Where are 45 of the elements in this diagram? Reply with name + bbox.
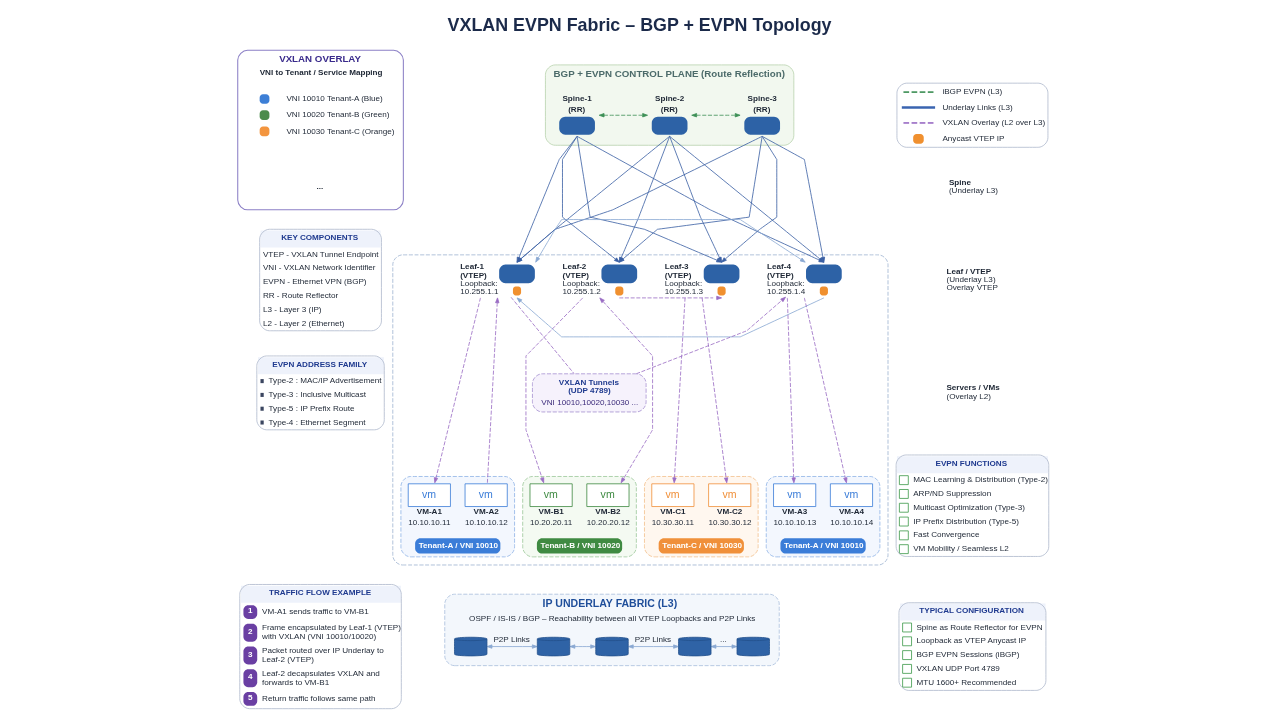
legend-label: VNI 10020 Tenant-B (Green) xyxy=(286,110,390,120)
legend-label: Underlay Links (L3) xyxy=(942,102,1013,112)
label: ... xyxy=(316,181,324,191)
node-label: Leaf-2 xyxy=(562,262,587,272)
legend-label: Anycast VTEP IP xyxy=(942,133,1005,143)
node-label: Leaf-3 xyxy=(664,262,689,272)
node-label: VM-B1 xyxy=(538,506,564,516)
node-label: 10.10.10.11 xyxy=(408,518,451,528)
node-label: Spine-2 xyxy=(655,94,685,104)
node-label: (RR) xyxy=(660,104,678,114)
label: Spine (Underlay L3) xyxy=(948,177,999,195)
node-label: VM-C1 xyxy=(660,506,686,516)
edge-label: ... xyxy=(719,634,727,644)
node-label: (VTEP) xyxy=(460,270,487,280)
node-label: (RR) xyxy=(568,104,586,114)
node-label: VM-A1 xyxy=(416,506,442,516)
edge-label: P2P Links xyxy=(493,634,530,644)
node-label: VM-A4 xyxy=(838,506,865,516)
label: Servers / VMs (Overlay L2) xyxy=(946,383,1000,401)
edge-label: P2P Links xyxy=(634,634,672,644)
node-label: 10.30.30.12 xyxy=(708,518,752,528)
node-label: (VTEP) xyxy=(562,270,590,280)
legend-label: iBGP EVPN (L3) xyxy=(942,87,1003,97)
node-label: VM-A3 xyxy=(782,506,808,516)
node-label: Spine-1 xyxy=(562,94,592,104)
node-label: VM-B2 xyxy=(595,506,621,516)
node-label: Leaf-1 xyxy=(460,262,485,272)
node-label: (VTEP) xyxy=(664,270,692,280)
node-label: (VTEP) xyxy=(767,270,794,280)
node-label: VM-A2 xyxy=(473,506,499,516)
legend-label: VXLAN Overlay (L2 over L3) xyxy=(942,117,1046,127)
node-label: 10.20.20.12 xyxy=(586,518,630,528)
node-label: (RR) xyxy=(753,104,771,114)
node-label: 10.10.10.14 xyxy=(830,518,874,528)
diagram-title: VXLAN EVPN Fabric – BGP + EVPN Topology xyxy=(447,15,832,36)
node-label: 10.10.10.13 xyxy=(773,518,817,528)
node-label: Leaf-4 xyxy=(767,262,791,272)
node-label: 10.30.30.11 xyxy=(651,518,695,528)
node-label: 10.10.10.12 xyxy=(465,518,508,528)
label: Leaf / VTEP (Underlay L3) Overlay VTEP xyxy=(946,266,998,292)
node-label: VM-C2 xyxy=(717,506,743,516)
legend-label: VNI 10010 Tenant-A (Blue) xyxy=(286,94,383,104)
node-label: Spine-3 xyxy=(747,94,777,104)
node-label: 10.20.20.11 xyxy=(530,518,573,528)
legend-label: VNI 10030 Tenant-C (Orange) xyxy=(286,126,395,136)
